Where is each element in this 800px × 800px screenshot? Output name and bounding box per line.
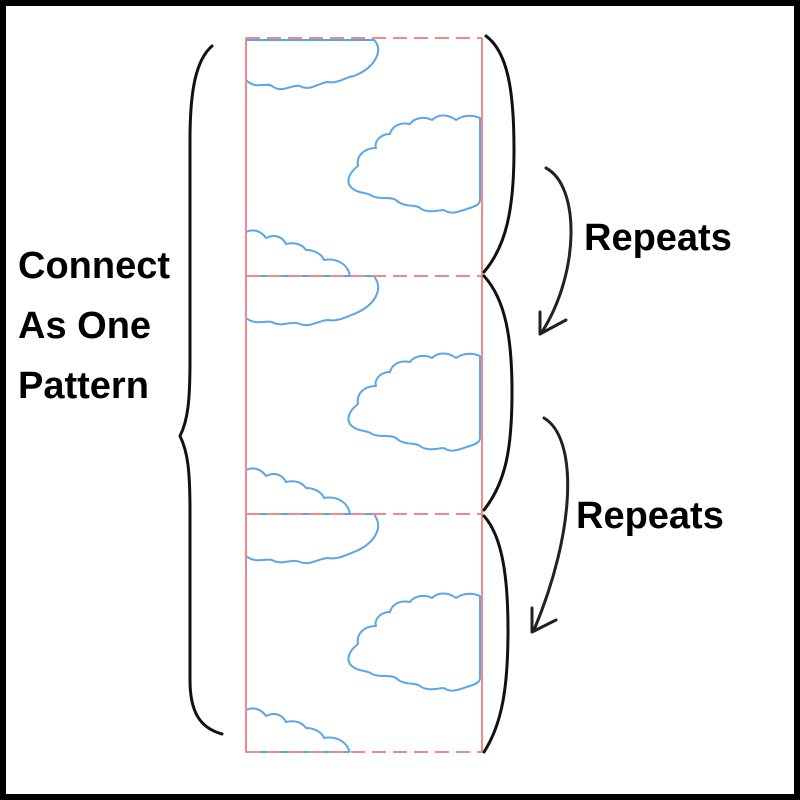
cloud-partial-top xyxy=(245,39,380,91)
tile-3 xyxy=(245,513,481,753)
left-label-line-3: Pattern xyxy=(18,365,149,407)
cloud-partial-bottom xyxy=(245,229,351,277)
cloud-partial-bottom xyxy=(245,467,351,515)
repeat-label-2: Repeats xyxy=(576,495,724,537)
cloud-partial-top xyxy=(245,513,380,565)
cloud-partial-top xyxy=(245,275,380,327)
curly-brace-icon xyxy=(482,514,510,754)
curved-arrow-icon xyxy=(530,416,570,634)
cloud-middle xyxy=(347,352,481,452)
curved-arrow-icon xyxy=(538,166,573,336)
curly-brace-icon xyxy=(178,44,224,736)
tile-1 xyxy=(245,39,481,277)
left-label-line-2: As One xyxy=(18,305,151,347)
curly-brace-icon xyxy=(482,274,514,512)
tile-strip xyxy=(245,37,483,753)
repeat-label-1: Repeats xyxy=(584,217,732,259)
cloud-middle xyxy=(347,592,481,692)
curly-brace-icon xyxy=(482,34,516,274)
tile-2 xyxy=(245,275,481,515)
cloud-partial-bottom xyxy=(245,707,351,753)
cloud-middle xyxy=(347,114,481,214)
left-label-line-1: Connect xyxy=(18,245,170,287)
